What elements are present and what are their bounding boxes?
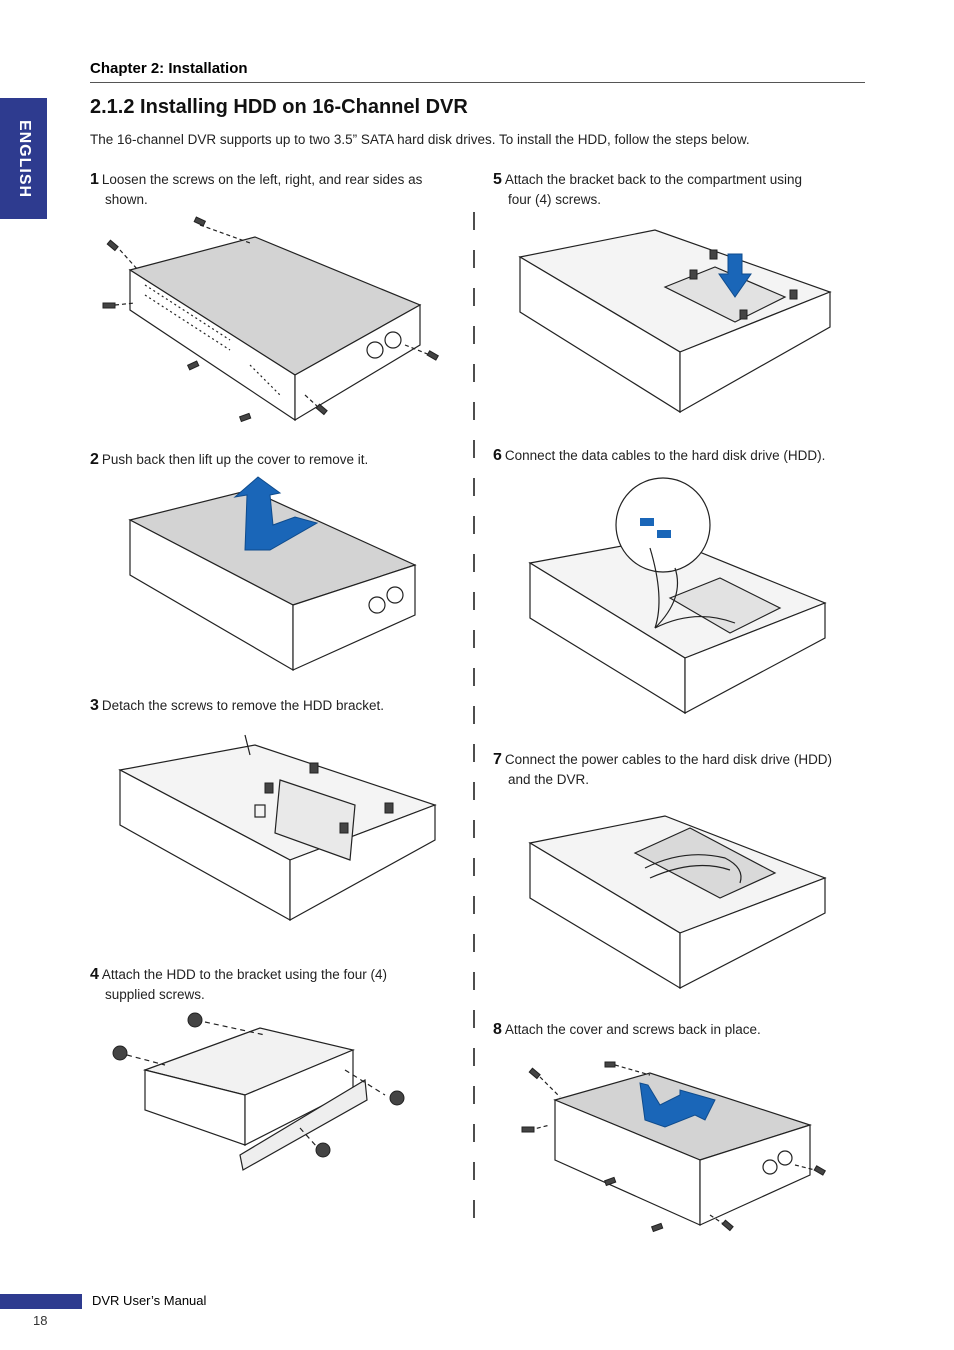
header-rule — [90, 82, 865, 83]
step-3-illustration — [118, 734, 437, 922]
step-number: 5 — [493, 171, 502, 188]
footer-bar — [0, 1294, 82, 1309]
step-number: 4 — [90, 966, 99, 983]
step-text-continued: four (4) screws. — [508, 192, 602, 207]
insert-arrow-icon — [718, 253, 752, 298]
step-text: Attach the cover and screws back in plac… — [504, 1022, 761, 1037]
step-number: 6 — [493, 447, 502, 464]
step-number: 2 — [90, 451, 99, 468]
page-number: 18 — [33, 1313, 48, 1328]
push-arrow-icon — [639, 1082, 716, 1128]
step-number: 3 — [90, 697, 99, 714]
section-title: 2.1.2 Installing HDD on 16-Channel DVR — [90, 96, 468, 118]
step-8-illustration — [521, 1061, 827, 1233]
push-arrow-icon — [233, 476, 319, 551]
step-number: 8 — [493, 1021, 502, 1038]
step-text-continued: and the DVR. — [508, 772, 590, 787]
step-2-illustration — [128, 476, 417, 672]
step-6-illustration — [528, 477, 827, 715]
connector-icon — [657, 530, 671, 538]
step-text-continued: supplied screws. — [105, 987, 205, 1002]
step-text-continued: shown. — [105, 192, 148, 207]
column-divider — [473, 212, 475, 1224]
chapter-heading: Chapter 2: Installation — [90, 60, 248, 77]
step-text: Attach the HDD to the bracket using the … — [101, 967, 388, 982]
step-5-illustration — [518, 229, 832, 414]
language-tab-label: ENGLISH — [15, 119, 33, 198]
step-number: 1 — [90, 171, 99, 188]
language-tab: ENGLISH — [0, 98, 47, 219]
step-text: Detach the screws to remove the HDD brac… — [101, 698, 385, 713]
section-intro: The 16-channel DVR supports up to two 3.… — [90, 132, 750, 147]
step-number: 7 — [493, 751, 502, 768]
step-text: Connect the data cables to the hard disk… — [504, 448, 826, 463]
step-text: Connect the power cables to the hard dis… — [504, 752, 833, 767]
step-text: Push back then lift up the cover to remo… — [101, 452, 369, 467]
step-1-illustration — [102, 216, 440, 423]
step-7-illustration — [528, 815, 827, 990]
step-text: Loosen the screws on the left, right, an… — [101, 172, 423, 187]
connector-icon — [640, 518, 654, 526]
step-4-illustration — [112, 1012, 405, 1171]
footer-manual-title: DVR User’s Manual — [92, 1293, 207, 1308]
step-text: Attach the bracket back to the compartme… — [504, 172, 803, 187]
